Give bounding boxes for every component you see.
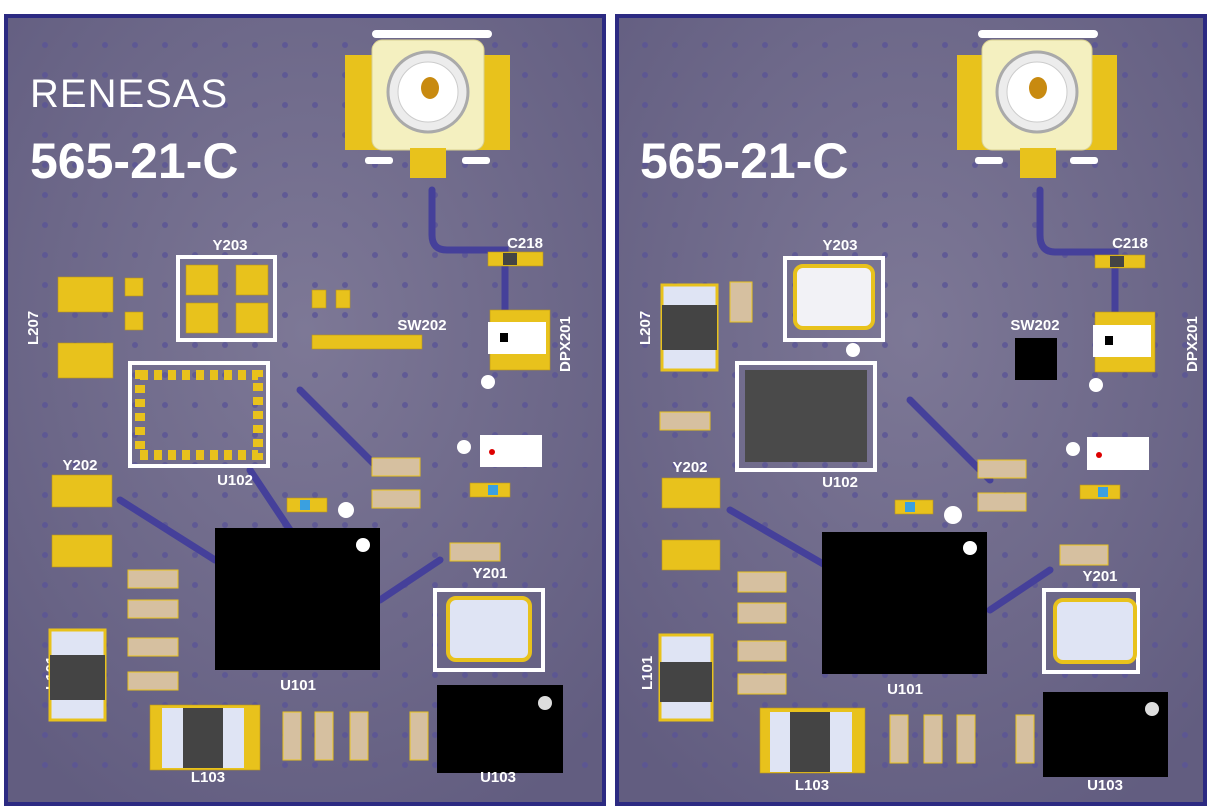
part-number: 565-21-C bbox=[640, 133, 848, 189]
rf-trace bbox=[428, 186, 509, 324]
rf-trace bbox=[1036, 186, 1119, 324]
refdes-l103: L103 bbox=[191, 769, 225, 786]
refdes-l207: L207 bbox=[25, 311, 42, 345]
u101-chip bbox=[822, 532, 987, 674]
renesas-logo: RENESAS bbox=[30, 72, 228, 116]
rf-connector bbox=[345, 30, 510, 178]
u101-chip bbox=[215, 528, 380, 670]
refdes-u102: U102 bbox=[217, 472, 253, 489]
refdes-y203: Y203 bbox=[822, 237, 857, 254]
u102-chip bbox=[745, 370, 867, 462]
y201-outline bbox=[1042, 588, 1140, 674]
y203-outline bbox=[783, 256, 885, 342]
refdes-c218: C218 bbox=[507, 235, 543, 252]
refdes-u103: U103 bbox=[480, 769, 516, 786]
refdes-u101: U101 bbox=[280, 677, 316, 694]
refdes-dpx201: DPX201 bbox=[557, 316, 574, 372]
u102-outline bbox=[735, 361, 877, 472]
refdes-y202: Y202 bbox=[62, 457, 97, 474]
signal-traces bbox=[726, 396, 1054, 614]
refdes-sw202: SW202 bbox=[397, 317, 446, 334]
part-number: 565-21-C bbox=[30, 133, 238, 189]
refdes-y202: Y202 bbox=[672, 459, 707, 476]
refdes-l101: L101 bbox=[639, 656, 656, 690]
refdes-l103: L103 bbox=[795, 777, 829, 794]
refdes-l207: L207 bbox=[637, 311, 654, 345]
refdes-u102: U102 bbox=[822, 474, 858, 491]
y201-crystal bbox=[1053, 598, 1137, 664]
sw202-chip bbox=[1015, 338, 1057, 380]
y201-outline bbox=[433, 588, 545, 672]
refdes-dpx201: DPX201 bbox=[1184, 316, 1201, 372]
u102-outline bbox=[128, 361, 270, 468]
board-right: 565-21-C Y203 C218 L207 SW202 DPX201 U10… bbox=[615, 14, 1207, 806]
y203-outline bbox=[176, 255, 277, 342]
refdes-c218: C218 bbox=[1112, 235, 1148, 252]
refdes-y201: Y201 bbox=[1082, 568, 1117, 585]
board-left: RENESAS 565-21-C Y203 C218 L207 SW202 bbox=[4, 14, 606, 806]
refdes-y201: Y201 bbox=[472, 565, 507, 582]
refdes-u101: U101 bbox=[887, 681, 923, 698]
y203-crystal bbox=[793, 264, 875, 330]
refdes-u103: U103 bbox=[1087, 777, 1123, 794]
refdes-sw202: SW202 bbox=[1010, 317, 1059, 334]
rf-connector bbox=[957, 30, 1117, 178]
signal-traces bbox=[116, 386, 444, 604]
refdes-y203: Y203 bbox=[212, 237, 247, 254]
